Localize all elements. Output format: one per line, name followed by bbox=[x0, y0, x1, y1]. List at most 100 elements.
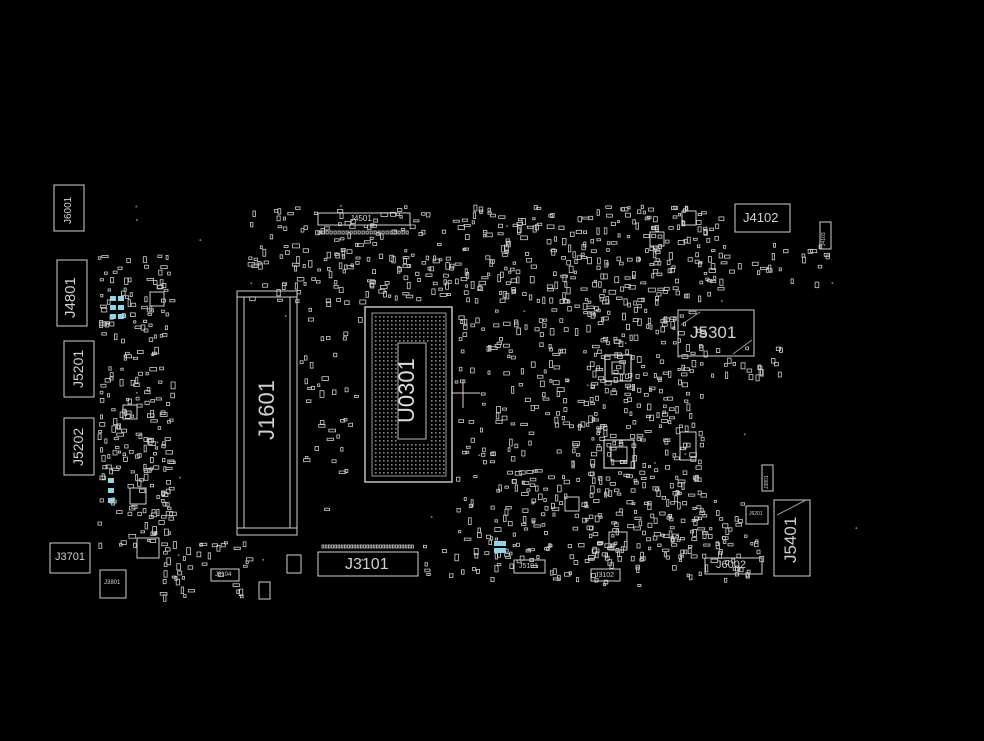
smd-part bbox=[536, 555, 540, 560]
bga-ball bbox=[439, 472, 441, 474]
bga-ball bbox=[415, 324, 417, 326]
smd-part bbox=[625, 373, 629, 379]
smd-part bbox=[725, 560, 730, 565]
bga-ball bbox=[387, 396, 389, 398]
smd-part bbox=[688, 493, 696, 497]
smd-part bbox=[680, 518, 686, 523]
smd-part bbox=[608, 490, 613, 497]
bga-ball bbox=[439, 404, 441, 406]
bga-ball bbox=[431, 324, 433, 326]
smd-part bbox=[594, 515, 600, 523]
bga-ball bbox=[391, 324, 393, 326]
connector-j6001-outline[interactable] bbox=[53, 184, 85, 232]
bga-ball bbox=[391, 432, 393, 434]
label-j5201: J5201 bbox=[70, 349, 86, 388]
bga-ball bbox=[395, 436, 397, 438]
smd-part bbox=[662, 371, 669, 375]
connector-j5201-outline[interactable] bbox=[63, 340, 95, 398]
bga-ball bbox=[435, 444, 437, 446]
connector-j4501-outline[interactable] bbox=[317, 212, 411, 226]
smd-part bbox=[589, 471, 595, 477]
bga-ball bbox=[435, 364, 437, 366]
smd-part bbox=[563, 479, 570, 485]
connector-j3104-outline[interactable] bbox=[210, 568, 240, 582]
smd-part bbox=[119, 411, 124, 419]
connector-j5401-outline[interactable] bbox=[773, 499, 811, 577]
smd-part bbox=[774, 362, 779, 367]
bga-ball bbox=[435, 380, 437, 382]
bga-ball bbox=[391, 456, 393, 458]
connector-j5301-outline[interactable] bbox=[677, 309, 755, 357]
smd-part bbox=[130, 302, 137, 307]
smd-part bbox=[702, 531, 709, 535]
smd-part bbox=[686, 391, 690, 396]
bga-ball bbox=[439, 384, 441, 386]
bga-ball bbox=[375, 340, 377, 342]
bga-ball bbox=[379, 320, 381, 322]
connector-j3101-outline[interactable] bbox=[317, 551, 419, 577]
smd-part bbox=[526, 488, 531, 492]
connector-j3701-outline[interactable] bbox=[49, 542, 91, 574]
smd-part bbox=[372, 242, 378, 246]
connector-j4103-outline[interactable] bbox=[819, 221, 832, 250]
bga-ball bbox=[439, 348, 441, 350]
label-j4801: J4801 bbox=[62, 277, 79, 318]
bga-ball bbox=[391, 420, 393, 422]
smd-part bbox=[146, 539, 151, 542]
smd-part bbox=[163, 288, 169, 292]
connector-j4102-outline[interactable] bbox=[734, 203, 791, 233]
smd-part bbox=[668, 226, 674, 230]
connector-j6002-outline[interactable] bbox=[704, 557, 763, 575]
smd-part bbox=[395, 212, 400, 216]
bga-ball bbox=[439, 452, 441, 454]
smd-part bbox=[756, 549, 761, 555]
smd-part bbox=[530, 565, 538, 569]
smd-part bbox=[640, 281, 647, 285]
smd-part bbox=[633, 300, 637, 306]
connector-j1601-outline[interactable] bbox=[236, 290, 298, 536]
smd-part bbox=[649, 262, 654, 266]
connector-j4801-outline[interactable] bbox=[56, 259, 88, 327]
bga-ball bbox=[379, 372, 381, 374]
bga-ball bbox=[427, 444, 429, 446]
smd-part bbox=[177, 570, 183, 576]
connector-j6201-outline[interactable] bbox=[745, 505, 769, 525]
bga-ball bbox=[439, 328, 441, 330]
smd-part bbox=[687, 257, 693, 262]
bga-ball bbox=[383, 368, 385, 370]
bga-ball bbox=[395, 392, 397, 394]
smd-part bbox=[775, 346, 782, 351]
smd-part bbox=[170, 392, 175, 399]
bga-ball bbox=[375, 448, 377, 450]
smd-part bbox=[616, 296, 623, 300]
smd-part bbox=[369, 236, 374, 240]
smd-part bbox=[149, 539, 157, 543]
smd-part bbox=[211, 543, 219, 548]
smd-part bbox=[521, 217, 526, 226]
smd-part bbox=[626, 425, 631, 429]
smd-part bbox=[331, 459, 337, 464]
bga-ball bbox=[387, 360, 389, 362]
bga-ball bbox=[431, 404, 433, 406]
bga-ball bbox=[375, 364, 377, 366]
smd-part bbox=[636, 256, 641, 263]
smd-part bbox=[473, 548, 479, 556]
smd-part bbox=[551, 308, 558, 312]
smd-part bbox=[554, 281, 559, 290]
connector-j3102-outline[interactable] bbox=[590, 568, 621, 582]
bga-ball bbox=[443, 316, 445, 318]
smd-part bbox=[326, 335, 331, 341]
bga-ball bbox=[383, 348, 385, 350]
bga-ball bbox=[411, 456, 413, 458]
bga-ball bbox=[383, 424, 385, 426]
smd-part bbox=[681, 364, 685, 371]
chip-u0301-outline[interactable] bbox=[364, 306, 453, 483]
bga-ball bbox=[443, 420, 445, 422]
smd-part bbox=[521, 450, 526, 457]
smd-part bbox=[623, 398, 629, 404]
connector-j5101-outline[interactable] bbox=[513, 559, 546, 574]
smd-part bbox=[344, 264, 348, 270]
connector-j3801-outline[interactable] bbox=[99, 569, 127, 599]
smd-part bbox=[445, 282, 449, 290]
connector-j5202-outline[interactable] bbox=[63, 417, 95, 476]
